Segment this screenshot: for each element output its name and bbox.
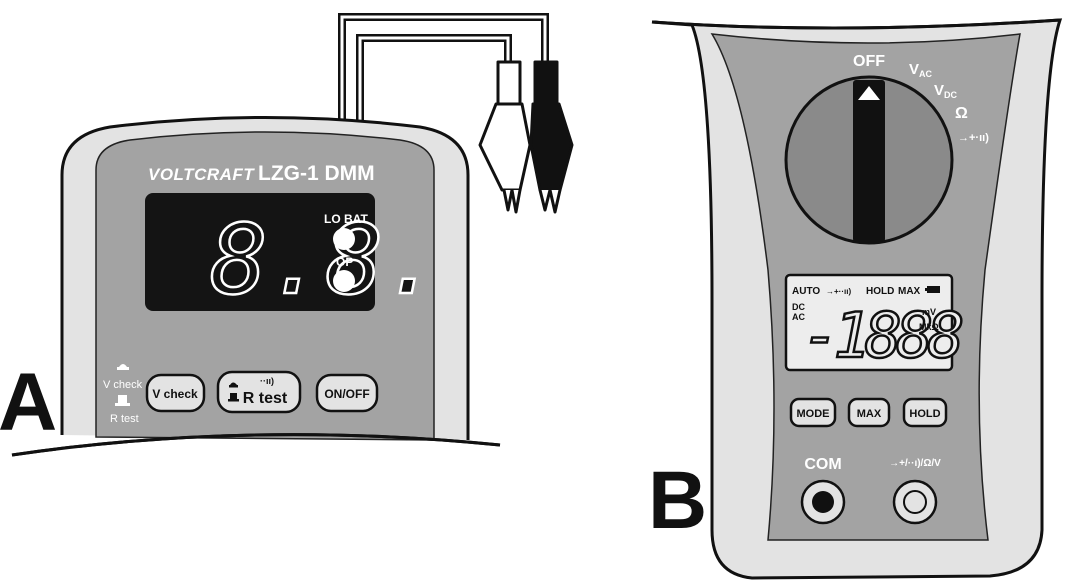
lcd-ac: AC (792, 312, 805, 322)
dial-diode-label: →+·ıı) (958, 132, 989, 144)
hold-button[interactable]: HOLD (902, 397, 948, 428)
vcheck-button-label: V check (152, 387, 198, 401)
black-alligator-clip (529, 60, 574, 214)
device-a-bottom-mask (56, 448, 476, 468)
lcd-dc: DC (792, 302, 805, 312)
probe-cables-inner (340, 15, 547, 130)
mode-button[interactable]: MODE (789, 397, 837, 428)
com-jack[interactable] (800, 479, 846, 525)
mode-button-label: MODE (797, 408, 830, 420)
input-jack-label: →+/··ı)/Ω/V (889, 458, 941, 469)
panel-b-label: B (648, 455, 707, 546)
onoff-button[interactable]: ON/OFF (315, 373, 379, 413)
legend-vcheck: V check (103, 379, 143, 391)
lo-bat-led (333, 228, 355, 250)
op-led (333, 270, 355, 292)
com-jack-label: COM (804, 456, 841, 473)
rotary-selector[interactable] (784, 75, 954, 245)
lcd-digits: -1888 (802, 299, 962, 372)
onoff-button-label: ON/OFF (324, 387, 369, 401)
input-jack[interactable] (892, 479, 938, 525)
panel-a: A VOLTCRAFT LZG-1 DMM 8.8. LO BAT OP V c… (0, 13, 574, 468)
model-label: LZG-1 DMM (258, 162, 375, 185)
white-alligator-clip (478, 60, 532, 214)
op-label: OP (336, 255, 353, 269)
lcd-auto: AUTO (792, 286, 820, 297)
mode-legend: V check R test (103, 364, 143, 425)
dial-vdc-label: VDC (934, 82, 958, 100)
rotary-pointer-icon (858, 86, 880, 100)
brand-logo: VOLTCRAFT (148, 165, 255, 184)
lcd-hold: HOLD (866, 286, 894, 297)
vcheck-button[interactable]: V check (145, 373, 206, 413)
panel-b: B OFF VAC VDC Ω →+·ıı) AUTO →+··ıı) HOLD… (648, 18, 1063, 580)
lo-bat-label: LO BAT (324, 212, 368, 226)
lcd-diode-icon: →+··ıı) (826, 287, 851, 296)
hold-button-label: HOLD (909, 408, 940, 420)
max-button[interactable]: MAX (847, 397, 891, 428)
lcd-battery-icon (927, 286, 940, 293)
lcd-mv: mV (922, 307, 936, 317)
lcd-display (784, 273, 954, 372)
legend-rtest: R test (110, 413, 139, 425)
dial-vac-label: VAC (909, 61, 933, 79)
dial-off-label: OFF (853, 53, 885, 70)
dial-ohm-label: Ω (955, 105, 968, 122)
lcd-max: MAX (898, 286, 921, 297)
led-display (145, 193, 375, 311)
beeper-icon: ··ıı) (260, 376, 274, 386)
rtest-button-label: R test (243, 390, 288, 407)
led-digits: 8.8. (210, 204, 441, 316)
lcd-mkohm: MkΩ (919, 322, 939, 332)
max-button-label: MAX (857, 408, 882, 420)
rtest-button[interactable]: ··ıı) R test (216, 370, 302, 414)
panel-a-label: A (0, 357, 57, 448)
rotary-knob-bar (853, 80, 885, 242)
